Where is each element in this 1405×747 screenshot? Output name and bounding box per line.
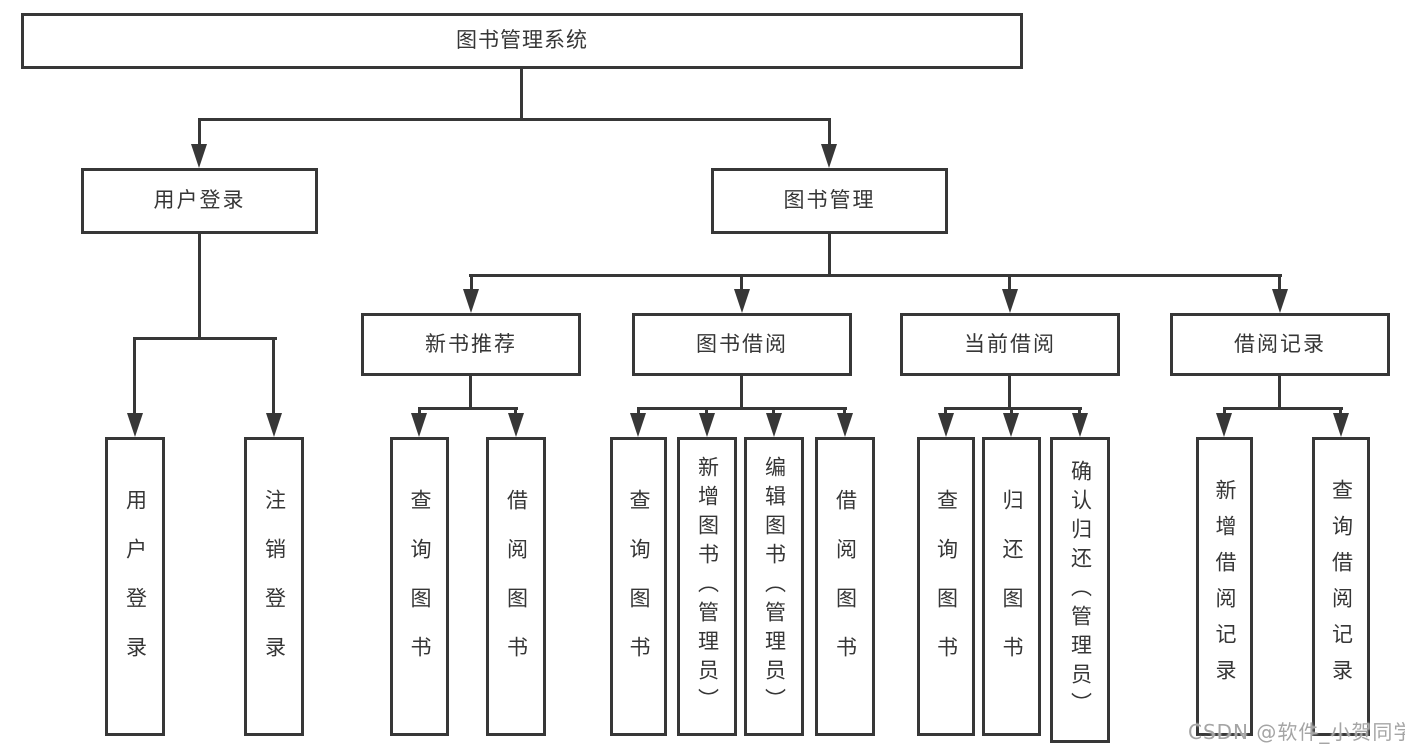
leaf-query-borrow-record: 查询借阅记录 [1312, 437, 1370, 736]
connector-line [198, 118, 831, 121]
arrowhead-down-icon [1216, 413, 1232, 437]
leaf-recommend-borrow-books: 借阅图书 [486, 437, 546, 736]
connector-line [637, 407, 640, 415]
node-user-login: 用户登录 [81, 168, 318, 234]
arrowhead-down-icon [127, 413, 143, 437]
connector-line [514, 407, 517, 415]
arrowhead-down-icon [734, 289, 750, 313]
arrowhead-down-icon [699, 413, 715, 437]
connector-line [198, 234, 201, 337]
connector-line [1278, 274, 1281, 291]
connector-line [133, 337, 277, 340]
arrowhead-down-icon [1072, 413, 1088, 437]
arrowhead-down-icon [463, 289, 479, 313]
connector-line [843, 407, 846, 415]
connector-line [1339, 407, 1342, 415]
watermark-text: CSDN @软件_小贺同学 [1188, 720, 1405, 744]
arrowhead-down-icon [191, 144, 207, 168]
connector-line [470, 274, 473, 291]
leaf-add-borrow-record: 新增借阅记录 [1196, 437, 1253, 736]
connector-line [705, 407, 708, 415]
arrowhead-down-icon [837, 413, 853, 437]
connector-line [1223, 407, 1226, 415]
connector-line [740, 274, 743, 291]
connector-line [469, 376, 472, 407]
arrowhead-down-icon [1333, 413, 1349, 437]
node-library-management-system: 图书管理系统 [21, 13, 1023, 69]
connector-line [1078, 407, 1081, 415]
node-book-management: 图书管理 [711, 168, 948, 234]
arrowhead-down-icon [1002, 289, 1018, 313]
connector-line [1008, 274, 1011, 291]
connector-line [1278, 376, 1281, 407]
node-book-borrowing: 图书借阅 [632, 313, 852, 376]
arrowhead-down-icon [411, 413, 427, 437]
arrowhead-down-icon [821, 144, 837, 168]
connector-line [198, 118, 201, 146]
connector-line [133, 337, 136, 415]
leaf-logout: 注销登录 [244, 437, 304, 736]
connector-line [637, 407, 847, 410]
arrowhead-down-icon [1003, 413, 1019, 437]
connector-line [418, 407, 421, 415]
connector-line [1008, 376, 1011, 407]
connector-line [418, 407, 518, 410]
leaf-confirm-return-admin: 确认归还（管理员） [1050, 437, 1110, 743]
connector-line [828, 118, 831, 146]
leaf-borrowing-query-books: 查询图书 [610, 437, 667, 736]
leaf-return-books: 归还图书 [982, 437, 1041, 736]
connector-line [740, 376, 743, 407]
connector-line [772, 407, 775, 415]
node-borrowing-records: 借阅记录 [1170, 313, 1390, 376]
connector-line [272, 337, 275, 415]
connector-line [944, 407, 1082, 410]
leaf-current-query-books: 查询图书 [917, 437, 975, 736]
leaf-edit-books-admin: 编辑图书（管理员） [744, 437, 804, 736]
leaf-add-books-admin: 新增图书（管理员） [677, 437, 737, 736]
arrowhead-down-icon [1272, 289, 1288, 313]
leaf-user-login: 用户登录 [105, 437, 165, 736]
connector-line [1010, 407, 1013, 415]
connector-line [520, 68, 523, 118]
leaf-borrow-books: 借阅图书 [815, 437, 875, 736]
node-current-borrowing: 当前借阅 [900, 313, 1120, 376]
arrowhead-down-icon [766, 413, 782, 437]
connector-line [944, 407, 947, 415]
leaf-recommend-query-books: 查询图书 [390, 437, 449, 736]
arrowhead-down-icon [266, 413, 282, 437]
node-new-book-recommend: 新书推荐 [361, 313, 581, 376]
connector-line [828, 234, 831, 274]
arrowhead-down-icon [508, 413, 524, 437]
connector-line [1223, 407, 1343, 410]
arrowhead-down-icon [938, 413, 954, 437]
arrowhead-down-icon [630, 413, 646, 437]
connector-line [469, 274, 1282, 277]
